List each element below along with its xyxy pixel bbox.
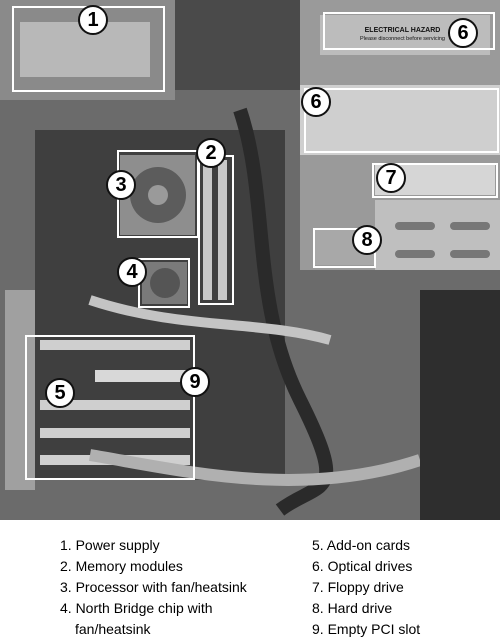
legend-left-column: 1. Power supply 2. Memory modules 3. Pro…: [60, 535, 247, 640]
legend-text-continued: fan/heatsink: [75, 621, 151, 637]
processor-fan-hub: [148, 185, 168, 205]
legend-text: 6. Optical drives: [312, 558, 413, 574]
legend-text: 1. Power supply: [60, 537, 160, 553]
callout-6-lower: 6: [301, 87, 331, 117]
callout-3: 3: [106, 170, 136, 200]
legend-item-optical-drives: 6. Optical drives: [312, 556, 420, 577]
pci-slot: [95, 370, 195, 382]
callout-4: 4: [117, 257, 147, 287]
pci-slot: [40, 400, 190, 410]
legend-text: 9. Empty PCI slot: [312, 621, 421, 637]
bay-slot: [450, 222, 490, 230]
legend-item-empty-pci-slot: 9. Empty PCI slot: [312, 619, 420, 640]
legend-text: 4. North Bridge chip with: [60, 600, 213, 616]
callout-2: 2: [196, 138, 226, 168]
bay-slot: [395, 250, 435, 258]
ribbon-cable: [89, 449, 422, 486]
legend-text: 2. Memory modules: [60, 558, 183, 574]
electrical-hazard-label: ELECTRICAL HAZARD Please disconnect befo…: [355, 27, 450, 43]
legend-item-memory-modules: 2. Memory modules: [60, 556, 247, 577]
pc-interior-drawing: [0, 0, 500, 520]
legend-text: 3. Processor with fan/heatsink: [60, 579, 247, 595]
pc-interior-photo: ELECTRICAL HAZARD Please disconnect befo…: [0, 0, 500, 520]
hazard-subtitle: Please disconnect before servicing: [360, 36, 445, 42]
callout-7: 7: [376, 163, 406, 193]
memory-module: [203, 160, 212, 300]
legend-item-processor: 3. Processor with fan/heatsink: [60, 577, 247, 598]
legend-item-power-supply: 1. Power supply: [60, 535, 247, 556]
power-supply-top: [175, 0, 315, 90]
highlight-optical-drive-top: [323, 12, 495, 50]
callout-1: 1: [78, 5, 108, 35]
legend-item-floppy-drive: 7. Floppy drive: [312, 577, 420, 598]
memory-module: [218, 160, 227, 300]
legend-text: 8. Hard drive: [312, 600, 393, 616]
callout-8: 8: [352, 225, 382, 255]
bay-slot: [395, 222, 435, 230]
legend-right-column: 5. Add-on cards 6. Optical drives 7. Flo…: [312, 535, 420, 640]
optical-drive-lower: [300, 85, 500, 155]
cable-bundle: [233, 107, 334, 516]
callout-5: 5: [45, 378, 75, 408]
callout-6-top: 6: [448, 18, 478, 48]
legend-item-add-on-cards: 5. Add-on cards: [312, 535, 420, 556]
legend-item-north-bridge: 4. North Bridge chip with fan/heatsink: [60, 598, 247, 640]
ribbon-cable: [88, 295, 332, 345]
highlight-memory: [198, 155, 234, 305]
callout-9: 9: [180, 367, 210, 397]
highlight-add-on-cards: [25, 335, 195, 480]
legend-item-hard-drive: 8. Hard drive: [312, 598, 420, 619]
hazard-title: ELECTRICAL HAZARD: [364, 27, 441, 34]
bay-slot: [450, 250, 490, 258]
rear-fan-grille: [420, 290, 500, 520]
north-bridge-fan: [150, 268, 180, 298]
bay-cover: [375, 200, 500, 270]
pci-slot: [40, 428, 190, 438]
expansion-brackets: [5, 290, 35, 490]
highlight-optical-drive-lower: [304, 88, 499, 153]
legend-text: 5. Add-on cards: [312, 537, 411, 553]
legend-text: 7. Floppy drive: [312, 579, 404, 595]
pci-slot: [40, 340, 190, 350]
highlight-floppy: [372, 163, 498, 198]
